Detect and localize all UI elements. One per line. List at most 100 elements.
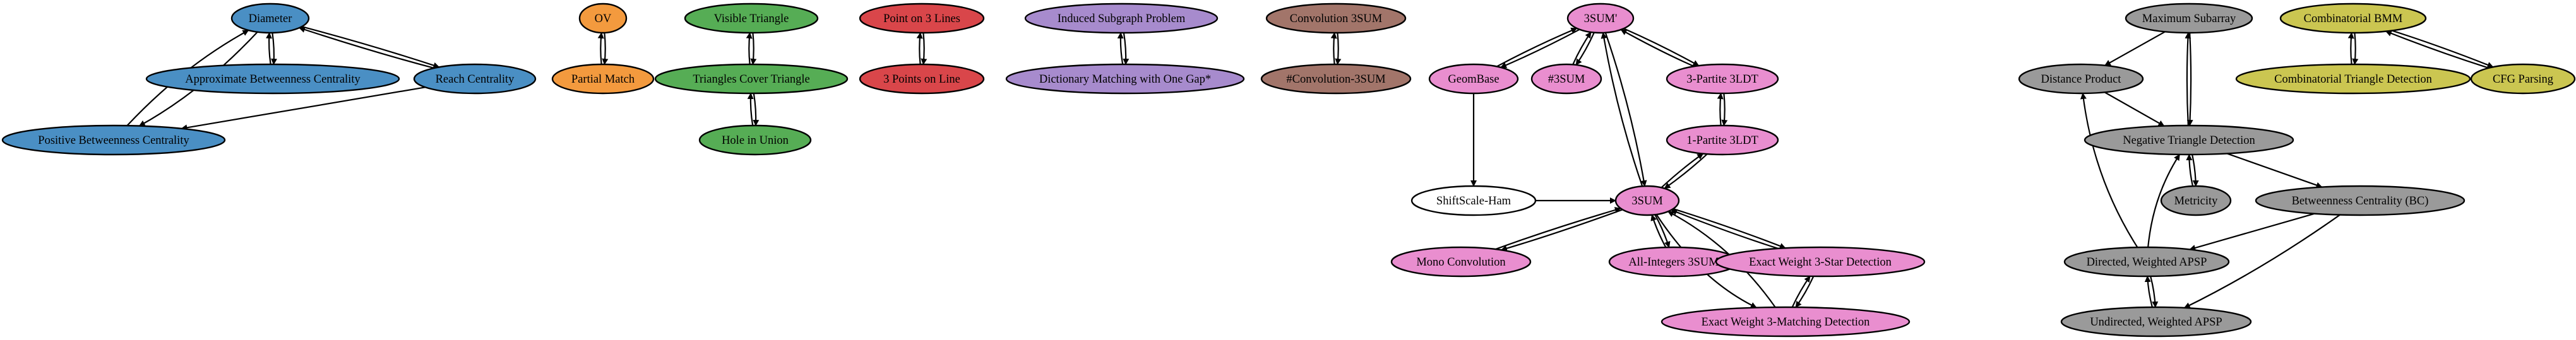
node-ellipse: [654, 63, 849, 95]
node-approx-bc: Approximate Betweenness Centrality: [145, 63, 400, 95]
edge-hole_in_union-to-triangles_cover_triangle: [747, 93, 754, 126]
node-label: Betweenness Centrality (BC): [2292, 195, 2429, 208]
edge-combinatorial_bmm-to-cfg_parsing: [2391, 30, 2494, 68]
node-distance-product: Distance Product: [2018, 63, 2144, 95]
node-ellipse: [1005, 63, 1245, 95]
node-label: #Convolution-3SUM: [1286, 73, 1385, 86]
node-ellipse: [551, 63, 655, 95]
node-ellipse: [1666, 63, 1779, 95]
edge-convolution_3sum-to-hash_convolution_3sum: [1335, 32, 1342, 65]
edge-directed_weighted_apsp-to-undirected_weighted_apsp: [2150, 276, 2159, 308]
edges-layer: [126, 26, 2494, 309]
node-geombase: GeomBase: [1428, 63, 1519, 95]
node-ellipse: [2084, 124, 2294, 156]
node-label: 3SUM': [1584, 13, 1618, 25]
node-all-integers-3sum: All-Integers 3SUM: [1608, 246, 1739, 278]
node-label: 3SUM: [1631, 195, 1662, 208]
node-diameter: Diameter: [230, 3, 310, 34]
node-maximum-subarray: Maximum Subarray: [2125, 3, 2253, 34]
edge-exact_weight_3matching-to-three_sum: [1667, 211, 1776, 308]
edge-undirected_weighted_apsp-to-directed_weighted_apsp: [2144, 276, 2153, 308]
node-ellipse: [1390, 246, 1532, 278]
edge-dictionary_matching-to-induced_subgraph: [1117, 32, 1124, 65]
node-label: Combinatorial Triangle Detection: [2274, 73, 2432, 86]
node-ellipse: [859, 63, 985, 95]
edge-metricity-to-negative_triangle: [2186, 154, 2194, 187]
node-negative-triangle: Negative Triangle Detection: [2084, 124, 2294, 156]
node-reach-centrality: Reach Centrality: [413, 63, 537, 95]
edge-directed_weighted_apsp-to-negative_triangle: [2147, 154, 2181, 248]
edge-hash_convolution_3sum-to-convolution_3sum: [1330, 32, 1337, 65]
node-label: OV: [595, 13, 612, 25]
node-label: 1-Partite 3LDT: [1686, 134, 1758, 147]
node-label: Diameter: [249, 13, 292, 25]
edge-geombase-to-three_sum_prime: [1496, 27, 1578, 67]
edge-maximum_subarray-to-distance_product: [2104, 31, 2166, 66]
edge-three_sum_prime-to-three_sum: [1604, 32, 1647, 187]
node-shiftscale-ham: ShiftScale-Ham: [1410, 185, 1537, 216]
node-label: 3-Partite 3LDT: [1686, 73, 1758, 86]
node-label: Point on 3 Lines: [883, 13, 960, 25]
node-ellipse: [578, 3, 628, 34]
edge-diameter-to-reach_centrality: [301, 26, 440, 69]
node-exact-weight-3star: Exact Weight 3-Star Detection: [1715, 246, 1926, 278]
edge-point_on_3_lines-to-three_points_on_line: [921, 32, 927, 66]
node-label: Exact Weight 3-Star Detection: [1749, 256, 1892, 269]
node-positive-bc: Positive Betweenness Centrality: [1, 124, 226, 156]
edge-three_sum_prime-to-geombase: [1500, 28, 1580, 68]
node-label: 3 Points on Line: [883, 73, 960, 86]
node-one-partite-3ldt: 1-Partite 3LDT: [1666, 124, 1779, 156]
edge-three_sum-to-one_partite_3ldt: [1661, 153, 1704, 189]
node-label: #3SUM: [1548, 73, 1585, 86]
node-cfg-parsing: CFG Parsing: [2470, 63, 2576, 95]
edge-three_sum-to-exact_weight_3star: [1673, 208, 1786, 249]
node-ellipse: [1265, 3, 1407, 34]
edge-reach_centrality-to-diameter: [299, 26, 434, 69]
node-metricity: Metricity: [2160, 185, 2232, 216]
edge-betweenness_centrality_bc-to-undirected_weighted_apsp: [2183, 214, 2340, 309]
edge-cfg_parsing-to-combinatorial_bmm: [2385, 30, 2490, 69]
node-ellipse: [1530, 63, 1602, 95]
node-label: Metricity: [2174, 195, 2219, 208]
node-label: Exact Weight 3-Matching Detection: [1702, 316, 1870, 329]
node-triangles-cover-triangle: Triangles Cover Triangle: [654, 63, 849, 95]
node-ellipse: [1614, 185, 1680, 216]
node-ellipse: [145, 63, 400, 95]
edge-three_partite_3ldt-to-three_sum_prime: [1620, 29, 1695, 67]
node-directed-weighted-apsp: Directed, Weighted APSP: [2063, 246, 2230, 278]
node-label: GeomBase: [1448, 73, 1499, 86]
edge-maximum_subarray-to-negative_triangle: [2186, 32, 2193, 126]
node-dictionary-matching: Dictionary Matching with One Gap*: [1005, 63, 1245, 95]
node-label: Combinatorial BMM: [2304, 13, 2403, 25]
edge-all_integers_3sum-to-three_sum: [1650, 214, 1667, 248]
node-label: Partial Match: [571, 73, 635, 86]
node-label: Maximum Subarray: [2142, 13, 2236, 25]
node-ellipse: [1661, 306, 1911, 337]
node-label: Visible Triangle: [714, 13, 789, 25]
edge-hash_3sum-to-three_sum_prime: [1572, 32, 1592, 65]
node-ellipse: [2279, 3, 2427, 34]
node-label: Negative Triangle Detection: [2123, 134, 2255, 147]
node-label: Undirected, Weighted APSP: [2090, 316, 2222, 329]
node-label: Induced Subgraph Problem: [1058, 13, 1186, 25]
node-label: All-Integers 3SUM: [1628, 256, 1719, 269]
node-ellipse: [2160, 185, 2232, 216]
node-label: Convolution 3SUM: [1290, 13, 1382, 25]
node-ellipse: [230, 3, 310, 34]
node-label: Hole in Union: [722, 134, 789, 147]
node-combinatorial-bmm: Combinatorial BMM: [2279, 3, 2427, 34]
node-exact-weight-3matching: Exact Weight 3-Matching Detection: [1661, 306, 1911, 337]
node-three-partite-3ldt: 3-Partite 3LDT: [1666, 63, 1779, 95]
node-ellipse: [2125, 3, 2253, 34]
node-label: Directed, Weighted APSP: [2087, 256, 2207, 269]
node-ellipse: [1024, 3, 1219, 34]
edge-exact_weight_3star-to-exact_weight_3matching: [1795, 276, 1815, 308]
node-point-on-3-lines: Point on 3 Lines: [859, 3, 985, 34]
node-ellipse: [684, 3, 819, 34]
node-mono-convolution: Mono Convolution: [1390, 246, 1532, 278]
node-label: Positive Betweenness Centrality: [38, 134, 189, 147]
node-visible-triangle: Visible Triangle: [684, 3, 819, 34]
node-combinatorial-triangle: Combinatorial Triangle Detection: [2235, 63, 2471, 95]
